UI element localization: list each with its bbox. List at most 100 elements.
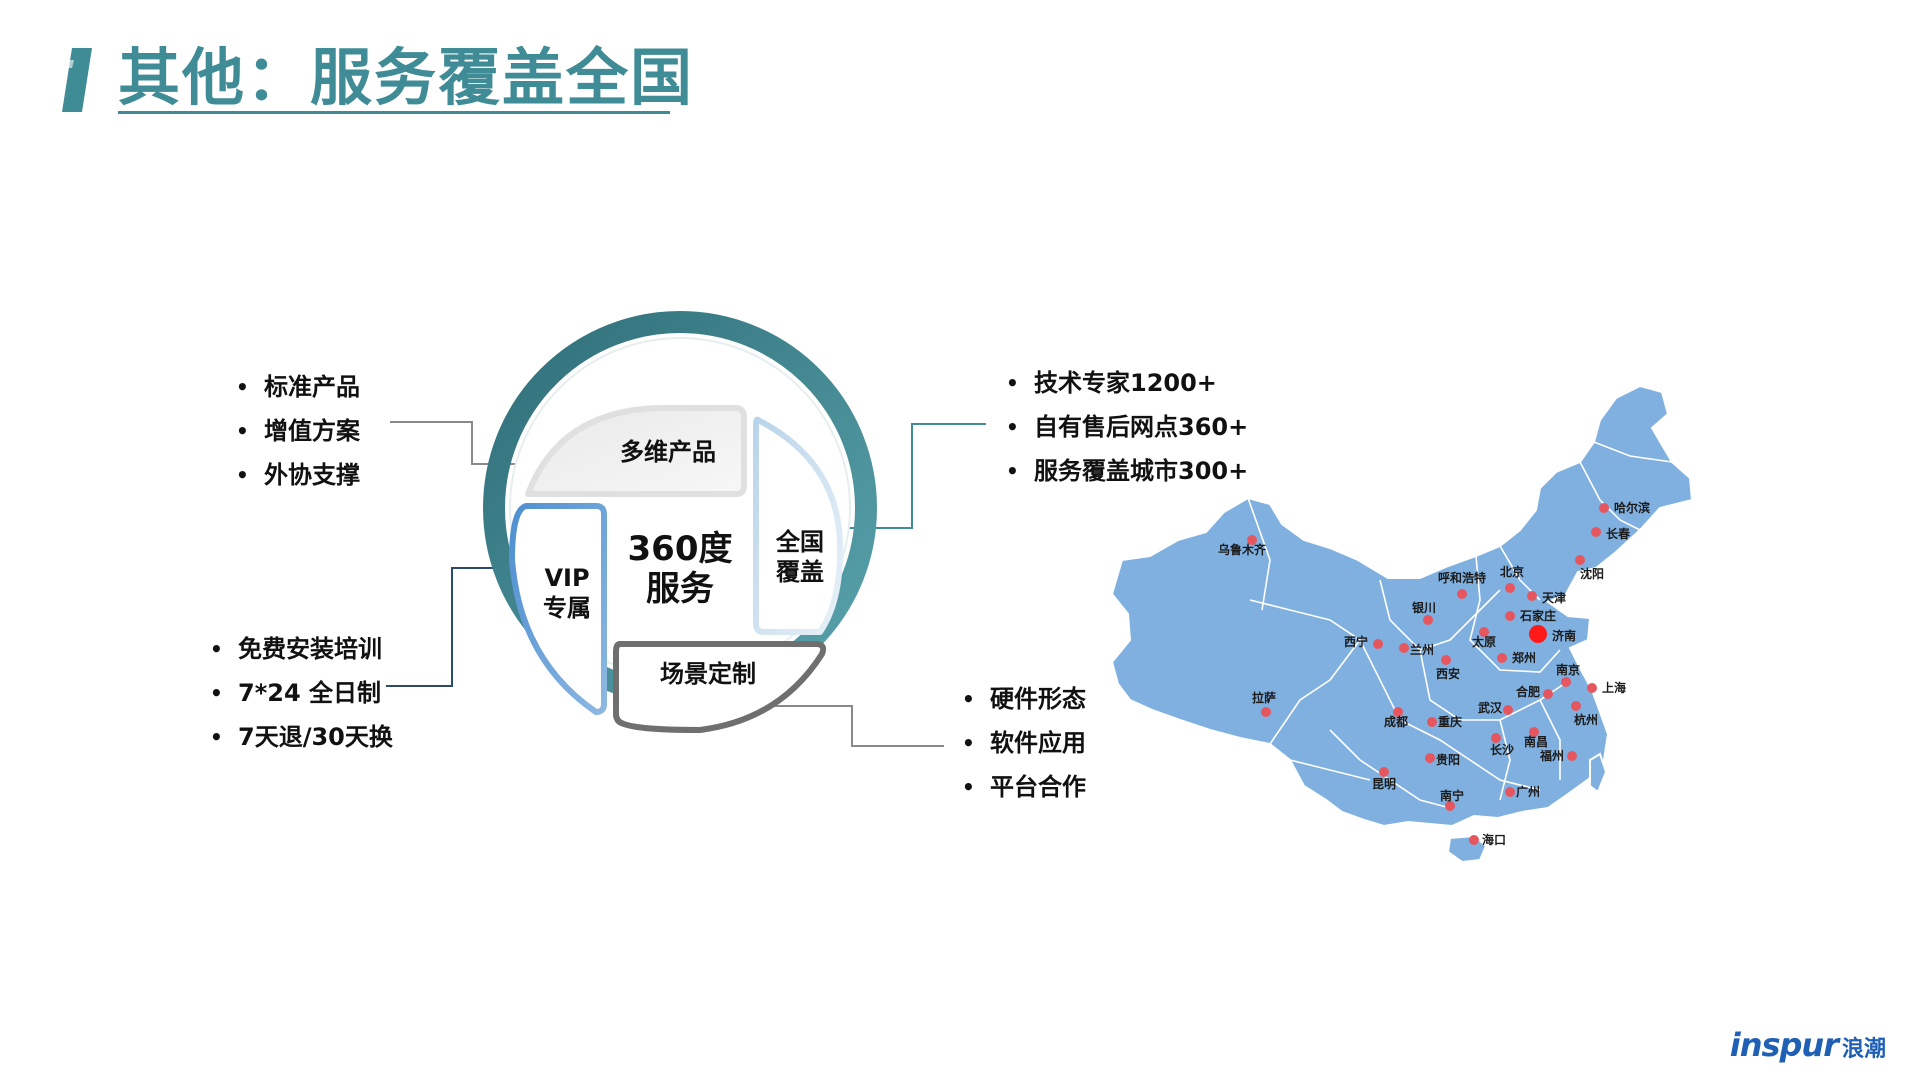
list-item: 硬件形态 xyxy=(958,677,1086,721)
city-dot xyxy=(1427,717,1437,727)
city-dot xyxy=(1575,555,1585,565)
city-label: 上海 xyxy=(1602,680,1626,695)
segment-vip-label-2: 专属 xyxy=(543,594,591,622)
city-label: 海口 xyxy=(1482,832,1506,847)
city-dot xyxy=(1247,535,1257,545)
city-label: 南宁 xyxy=(1440,788,1464,803)
city-label: 郑州 xyxy=(1512,650,1536,665)
city-dot xyxy=(1543,689,1553,699)
city-dot xyxy=(1497,653,1507,663)
city-dot xyxy=(1587,683,1597,693)
list-item: 标准产品 xyxy=(232,365,360,409)
map-taiwan xyxy=(1589,752,1608,794)
city-dot xyxy=(1441,655,1451,665)
city-dot xyxy=(1529,625,1547,643)
province-borders xyxy=(1247,441,1673,809)
logo-text-en: inspur xyxy=(1729,1026,1839,1064)
map-landmass xyxy=(1110,384,1694,828)
segment-coverage xyxy=(753,416,844,635)
list-item: 软件应用 xyxy=(958,721,1086,765)
scenario-list: 硬件形态 软件应用 平台合作 xyxy=(958,677,1086,809)
city-label: 济南 xyxy=(1552,628,1576,643)
segment-product-label: 多维产品 xyxy=(620,438,716,466)
city-label: 哈尔滨 xyxy=(1614,500,1650,515)
city-dot xyxy=(1571,701,1581,711)
city-dot xyxy=(1505,787,1515,797)
list-item: 服务覆盖城市300+ xyxy=(1002,449,1248,493)
title-bar-icon xyxy=(62,48,92,112)
list-item: 7*24 全日制 xyxy=(206,671,393,715)
list-item: 技术专家1200+ xyxy=(1002,361,1248,405)
city-dot xyxy=(1527,591,1537,601)
city-label: 南京 xyxy=(1556,662,1580,677)
vip-list: 免费安装培训 7*24 全日制 7天退/30天换 xyxy=(206,627,393,759)
city-dot xyxy=(1567,751,1577,761)
segment-scenario xyxy=(613,641,827,733)
city-label: 银川 xyxy=(1412,600,1436,615)
list-item: 增值方案 xyxy=(232,409,360,453)
city-dot xyxy=(1469,835,1479,845)
list-item: 平台合作 xyxy=(958,765,1086,809)
city-dot xyxy=(1529,727,1539,737)
city-label: 武汉 xyxy=(1478,700,1503,715)
city-dot xyxy=(1503,705,1513,715)
city-dot xyxy=(1561,677,1571,687)
city-label: 重庆 xyxy=(1438,714,1462,729)
page-title: 其他：服务覆盖全国 xyxy=(118,41,695,114)
title-underline xyxy=(118,111,670,114)
segment-coverage-label-2: 覆盖 xyxy=(776,558,824,586)
city-label: 合肥 xyxy=(1516,684,1540,699)
city-dot xyxy=(1599,503,1609,513)
city-dot xyxy=(1393,707,1403,717)
inspur-logo: inspur 浪潮 xyxy=(1730,1026,1886,1064)
logo-text-cn: 浪潮 xyxy=(1841,1037,1886,1062)
city-label: 成都 xyxy=(1384,714,1408,729)
city-label: 北京 xyxy=(1500,564,1524,579)
city-label: 天津 xyxy=(1542,590,1566,605)
city-dot xyxy=(1379,767,1389,777)
center-label-1: 360度 xyxy=(628,529,733,569)
city-label: 杭州 xyxy=(1574,712,1598,727)
city-dot xyxy=(1479,627,1489,637)
city-label: 呼和浩特 xyxy=(1438,570,1486,585)
city-dot xyxy=(1445,801,1455,811)
city-label: 昆明 xyxy=(1372,777,1396,791)
city-dot xyxy=(1423,615,1433,625)
city-label: 乌鲁木齐 xyxy=(1218,542,1267,557)
segment-vip xyxy=(509,503,607,715)
city-label: 西宁 xyxy=(1344,634,1368,649)
list-item: 免费安装培训 xyxy=(206,627,393,671)
product-list: 标准产品 增值方案 外协支撑 xyxy=(232,365,360,497)
city-label: 石家庄 xyxy=(1519,608,1556,623)
center-label-2: 服务 xyxy=(646,569,714,609)
connector-vip xyxy=(386,567,516,687)
coverage-list: 技术专家1200+ 自有售后网点360+ 服务覆盖城市300+ xyxy=(1002,361,1248,493)
city-dot xyxy=(1373,639,1383,649)
city-label: 西安 xyxy=(1436,666,1460,681)
city-label: 太原 xyxy=(1472,634,1496,649)
city-dot xyxy=(1591,527,1601,537)
city-label: 南昌 xyxy=(1524,734,1548,749)
city-label: 沈阳 xyxy=(1580,566,1604,581)
city-dot xyxy=(1505,583,1515,593)
connector-coverage xyxy=(843,423,986,529)
city-dot xyxy=(1399,643,1409,653)
list-item: 自有售后网点360+ xyxy=(1002,405,1248,449)
segment-product xyxy=(525,405,747,497)
city-dot xyxy=(1491,733,1501,743)
city-dot xyxy=(1425,753,1435,763)
city-label: 长春 xyxy=(1606,526,1631,541)
city-label: 福州 xyxy=(1539,748,1564,763)
map-hainan xyxy=(1446,834,1488,864)
city-dot xyxy=(1457,589,1467,599)
connector-scenario xyxy=(752,705,944,747)
city-label: 长沙 xyxy=(1490,742,1514,757)
city-dot xyxy=(1261,707,1271,717)
city-label: 拉萨 xyxy=(1252,690,1276,705)
list-item: 外协支撑 xyxy=(232,453,360,497)
segment-scenario-label: 场景定制 xyxy=(660,660,756,688)
city-label: 兰州 xyxy=(1410,642,1434,657)
segment-coverage-label-1: 全国 xyxy=(775,528,824,556)
city-dot xyxy=(1505,611,1515,621)
